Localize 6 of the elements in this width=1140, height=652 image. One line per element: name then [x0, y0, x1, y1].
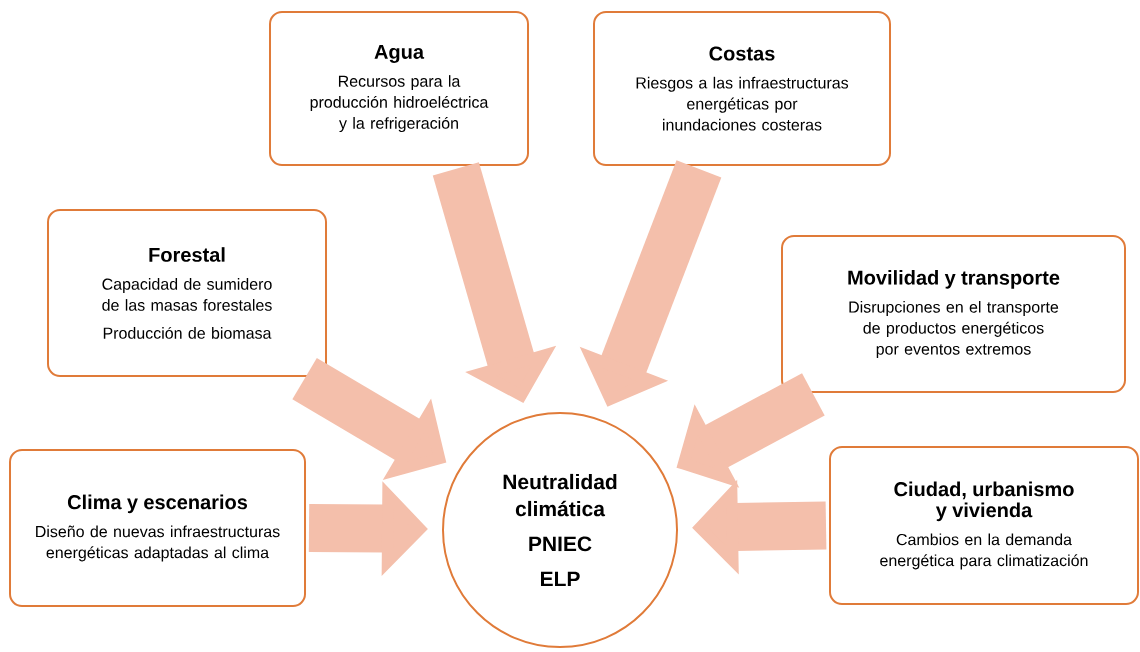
text-box: Forestal Capacidad de sumidero de las masas forestales Producción de biomasa — [47, 209, 327, 377]
text-box: Costas Riesgos a las infraestructuras energéticas por inundaciones costeras — [593, 11, 891, 166]
text-box: Ciudad, urbanismo y vivienda Cambios en la demanda energética para climatización — [829, 446, 1139, 605]
text-box: Agua Recursos para la producción hidroeléctrica y la refrigeración — [269, 11, 529, 166]
text-box: Clima y escenarios Diseño de nuevas infraestructuras energéticas adaptadas al clima — [9, 449, 306, 607]
text-box: Movilidad y transporte Disrupciones en el transporte de productos energéticos por eventos extremos — [781, 235, 1126, 393]
